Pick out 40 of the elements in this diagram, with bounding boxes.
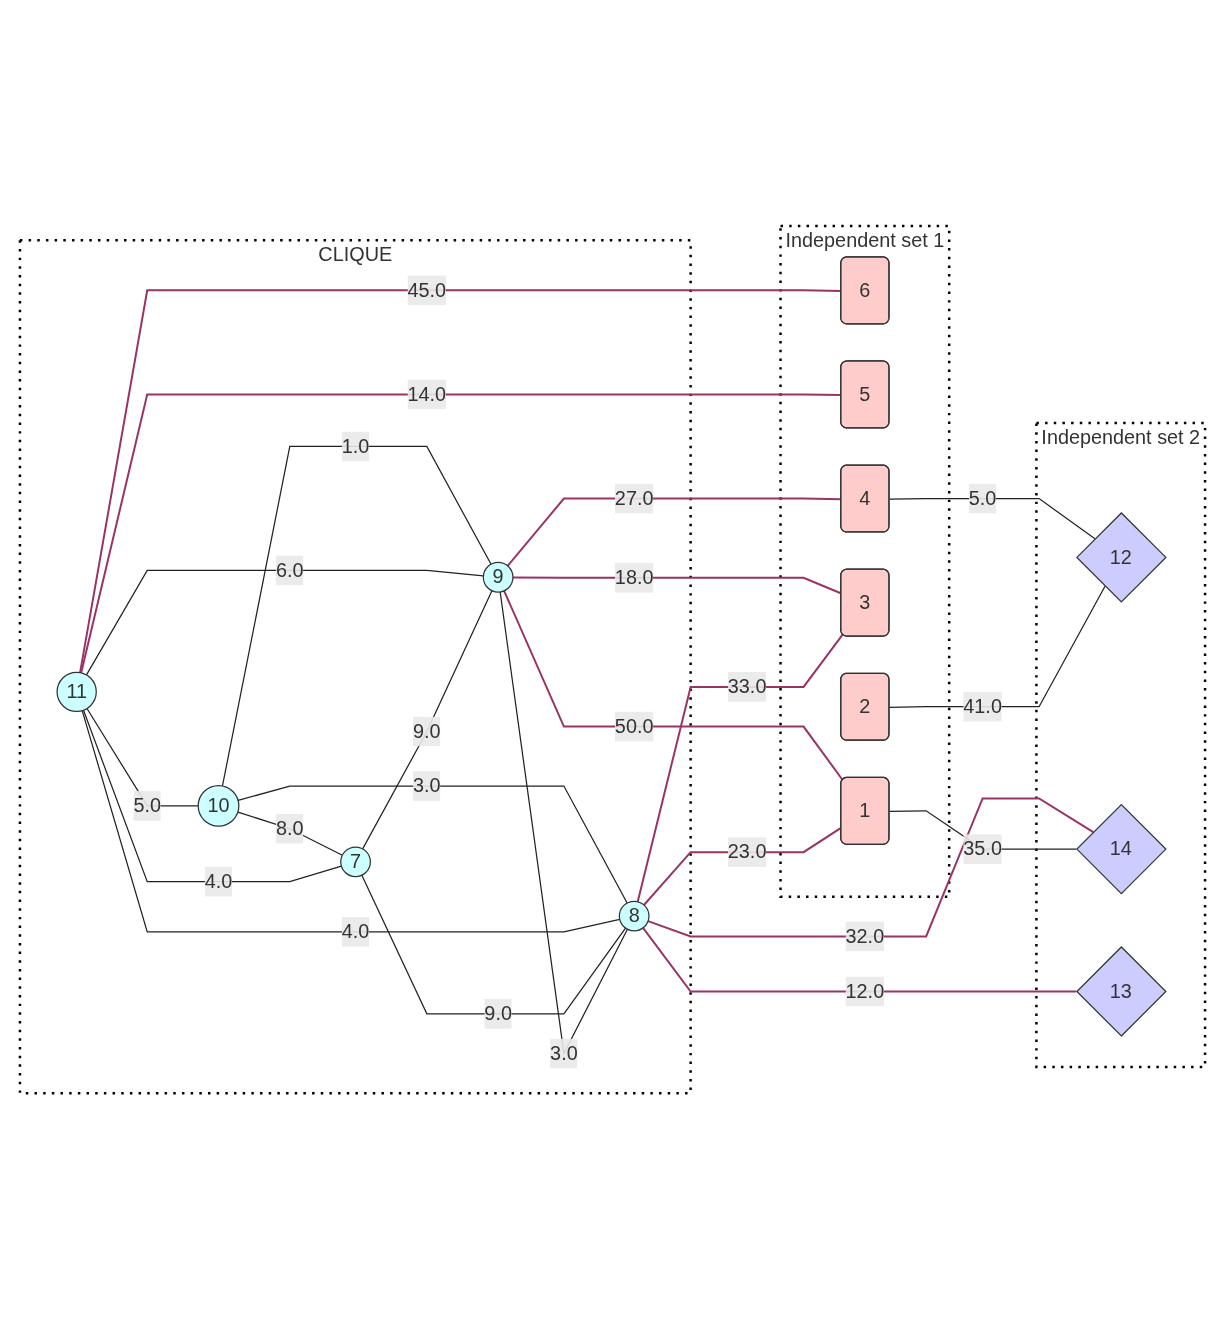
connector	[237, 811, 343, 857]
connector	[221, 446, 492, 787]
edge-label: 27.0	[614, 487, 654, 509]
connector	[503, 590, 844, 782]
node-circle: 9	[482, 562, 514, 594]
node-circle: 8	[618, 901, 650, 932]
edge-label: 5.0	[133, 795, 162, 817]
edge-label: 4.0	[341, 921, 370, 943]
edge-label: 8.0	[276, 818, 304, 840]
connector	[636, 633, 844, 904]
edge-label: 9.0	[484, 1003, 512, 1025]
edge-label: 32.0	[845, 925, 885, 947]
node-circle: 11	[56, 672, 97, 713]
node-diamond: 13	[1076, 946, 1167, 1038]
node-diamond: 14	[1076, 804, 1167, 895]
edge-label: 23.0	[727, 841, 767, 863]
edge-label: 45.0	[407, 279, 447, 301]
edge-label: 4.0	[204, 870, 233, 893]
edge-label: 9.0	[413, 720, 441, 742]
edge-label: 1.0	[341, 435, 370, 457]
edge-label: 18.0	[614, 567, 654, 589]
edge-label: 3.0	[413, 775, 441, 797]
node-diamond: 12	[1076, 512, 1167, 604]
connector	[647, 797, 1095, 938]
connector	[362, 590, 493, 850]
node-circle: 10	[197, 785, 240, 828]
edge-label: 41.0	[963, 696, 1002, 718]
edge-label: 14.0	[407, 383, 447, 405]
edge-label: 50.0	[614, 715, 654, 737]
connector	[642, 927, 1078, 993]
edge-label: 5.0	[968, 487, 997, 509]
connector	[237, 785, 628, 905]
node-circle: 7	[340, 846, 371, 878]
connector	[361, 875, 627, 1015]
edge-label: 33.0	[727, 676, 767, 698]
edge-label: 6.0	[276, 559, 304, 581]
edge-label: 35.0	[963, 838, 1002, 860]
connector	[85, 570, 484, 676]
edge-label: 3.0	[550, 1042, 578, 1064]
edge-label: 12.0	[845, 980, 885, 1002]
